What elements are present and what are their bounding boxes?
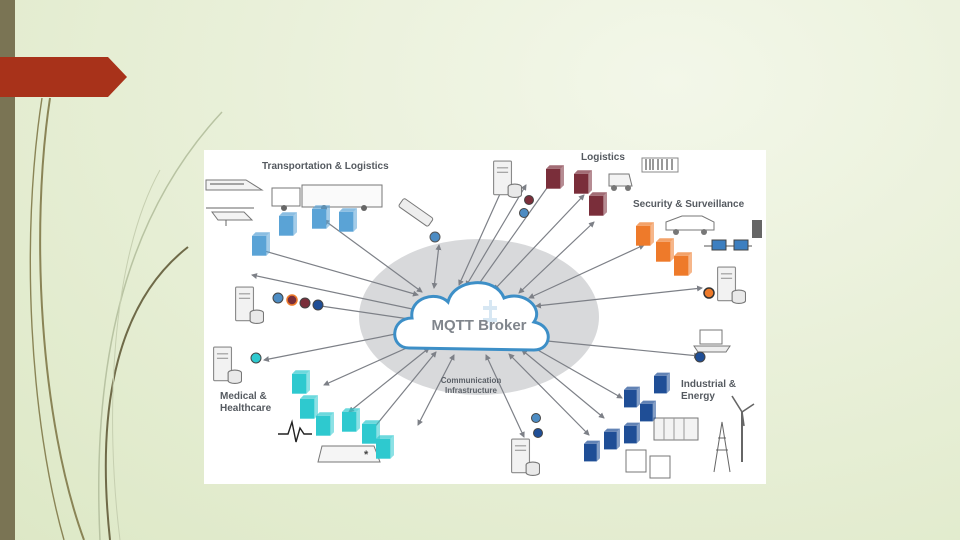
laptop-device [693, 329, 731, 363]
medical-group-label: Medical & Healthcare [220, 391, 272, 414]
transport-devices [205, 179, 441, 243]
title-accent-arrow [0, 57, 127, 97]
diagram-graphics: * [205, 157, 762, 479]
industrial-group-label: Industrial & Energy [681, 379, 737, 402]
mqtt-broker-label: MQTT Broker [431, 317, 527, 334]
mqtt-diagram: * [204, 150, 766, 484]
communication-infrastructure-label: Communication Infrastructure [440, 376, 502, 395]
transport-sensor-cubes [252, 205, 357, 256]
mqtt-broker-cloud [393, 281, 550, 352]
left-server-devices [235, 286, 324, 324]
medical-sensor-cubes [292, 370, 394, 459]
svg-text:*: * [364, 449, 369, 461]
industrial-devices [625, 395, 755, 479]
security-devices [665, 215, 762, 304]
medical-devices: * [213, 346, 381, 463]
logistics-group-label: Logistics [581, 152, 625, 163]
logistics-devices [493, 157, 679, 218]
logistics-sensor-cubes [546, 165, 607, 216]
bottom-server-devices [511, 413, 543, 476]
industrial-sensor-cubes [584, 372, 670, 462]
left-sidebar-bar [0, 0, 15, 540]
transport-group-label: Transportation & Logistics [262, 161, 389, 172]
security-group-label: Security & Surveillance [633, 199, 745, 210]
